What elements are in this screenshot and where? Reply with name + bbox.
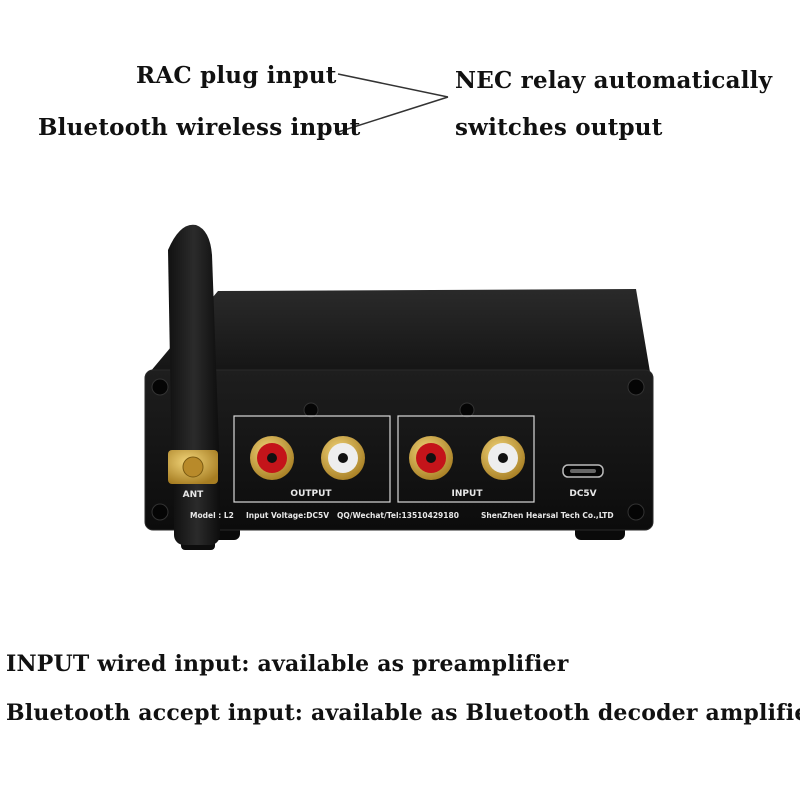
model-label: Model : L2 xyxy=(190,511,234,520)
screws xyxy=(151,378,645,521)
rac-connector-line xyxy=(337,73,449,98)
antenna xyxy=(168,224,220,475)
antenna-base xyxy=(174,470,220,545)
output-rca-red xyxy=(250,436,294,480)
rac-plug-caption: RAC plug input xyxy=(136,62,337,89)
contact-label: QQ/Wechat/Tel:13510429180 xyxy=(337,511,459,520)
company-label: ShenZhen Hearsal Tech Co.,LTD xyxy=(481,511,614,520)
input-rca-white xyxy=(481,436,525,480)
input-wired-caption: INPUT wired input: available as preampli… xyxy=(6,651,569,677)
output-section-box xyxy=(233,415,391,503)
dc5v-label: DC5V xyxy=(569,489,596,499)
input-voltage-label: Input Voltage:DC5V xyxy=(246,511,329,520)
bluetooth-wireless-caption: Bluetooth wireless input xyxy=(38,114,361,141)
input-label: INPUT xyxy=(452,489,484,499)
ant-label: ANT xyxy=(183,490,204,500)
input-section-box xyxy=(397,415,535,503)
output-label: OUTPUT xyxy=(290,489,332,499)
output-rca-white xyxy=(321,436,365,480)
nec-relay-caption-line1: NEC relay automatically xyxy=(455,67,773,94)
bluetooth-accept-caption: Bluetooth accept input: available as Blu… xyxy=(6,700,800,726)
nec-relay-caption-line2: switches output xyxy=(455,114,663,141)
chassis-front xyxy=(144,369,654,531)
input-rca-red xyxy=(409,436,453,480)
chassis-top xyxy=(150,289,650,372)
bluetooth-connector-line xyxy=(337,96,449,133)
